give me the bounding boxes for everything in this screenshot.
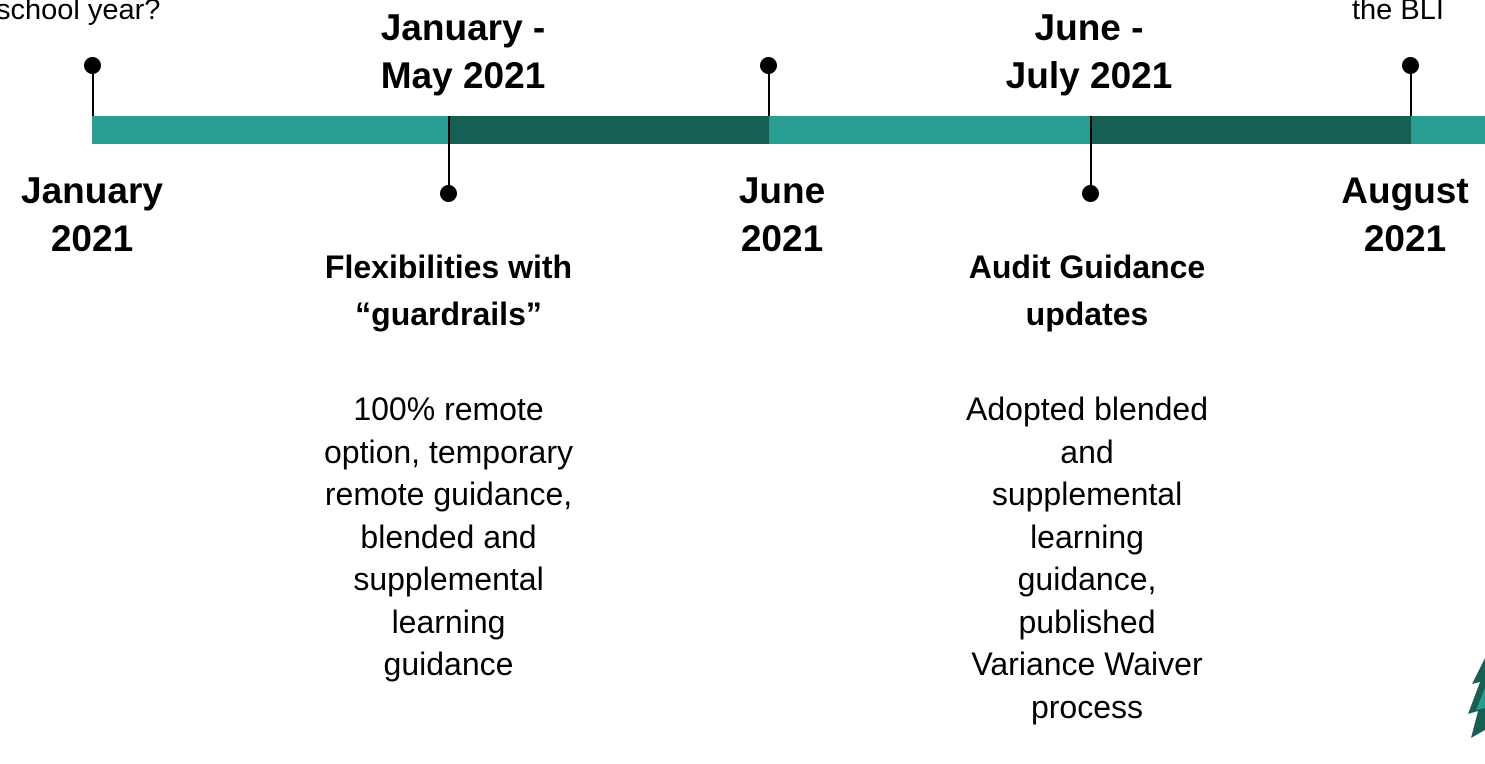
event-heading-flexibilities: Flexibilities with “guardrails” <box>324 249 573 332</box>
period-label-june-july-2021: June - July 2021 <box>1005 7 1173 96</box>
marker-dot-flexibilities <box>440 185 457 202</box>
marker-dot-june <box>760 57 777 74</box>
top-cut-text-right: the BLI <box>1352 0 1444 26</box>
marker-dot-january <box>84 57 101 74</box>
marker-dot-august <box>1402 57 1419 74</box>
timeline-segment-june-july <box>1091 116 1411 144</box>
top-cut-text-left: school year? <box>0 0 161 26</box>
event-description-flexibilities: 100% remote option, temporary remote gui… <box>323 391 573 682</box>
event-description-audit-guidance: Adopted blended and supplemental learnin… <box>966 391 1208 725</box>
marker-dot-audit <box>1082 185 1099 202</box>
date-label-june-2021: June 2021 <box>738 170 826 259</box>
marker-line-june <box>768 66 770 116</box>
event-heading-audit-guidance: Audit Guidance updates <box>968 249 1206 332</box>
marker-line-august <box>1410 66 1412 116</box>
date-label-january-2021: January 2021 <box>21 170 163 259</box>
tree-logo-icon <box>1468 658 1485 764</box>
timeline-segment-jan <box>92 116 449 144</box>
timeline-segment-august <box>1411 116 1485 144</box>
timeline-segment-jan-may <box>449 116 769 144</box>
timeline-segment-june <box>769 116 1091 144</box>
marker-line-audit <box>1090 116 1092 194</box>
period-label-jan-may-2021: January - May 2021 <box>380 7 546 96</box>
date-label-august-2021: August 2021 <box>1341 170 1469 259</box>
marker-line-flexibilities <box>448 116 450 194</box>
marker-line-january <box>92 66 94 116</box>
